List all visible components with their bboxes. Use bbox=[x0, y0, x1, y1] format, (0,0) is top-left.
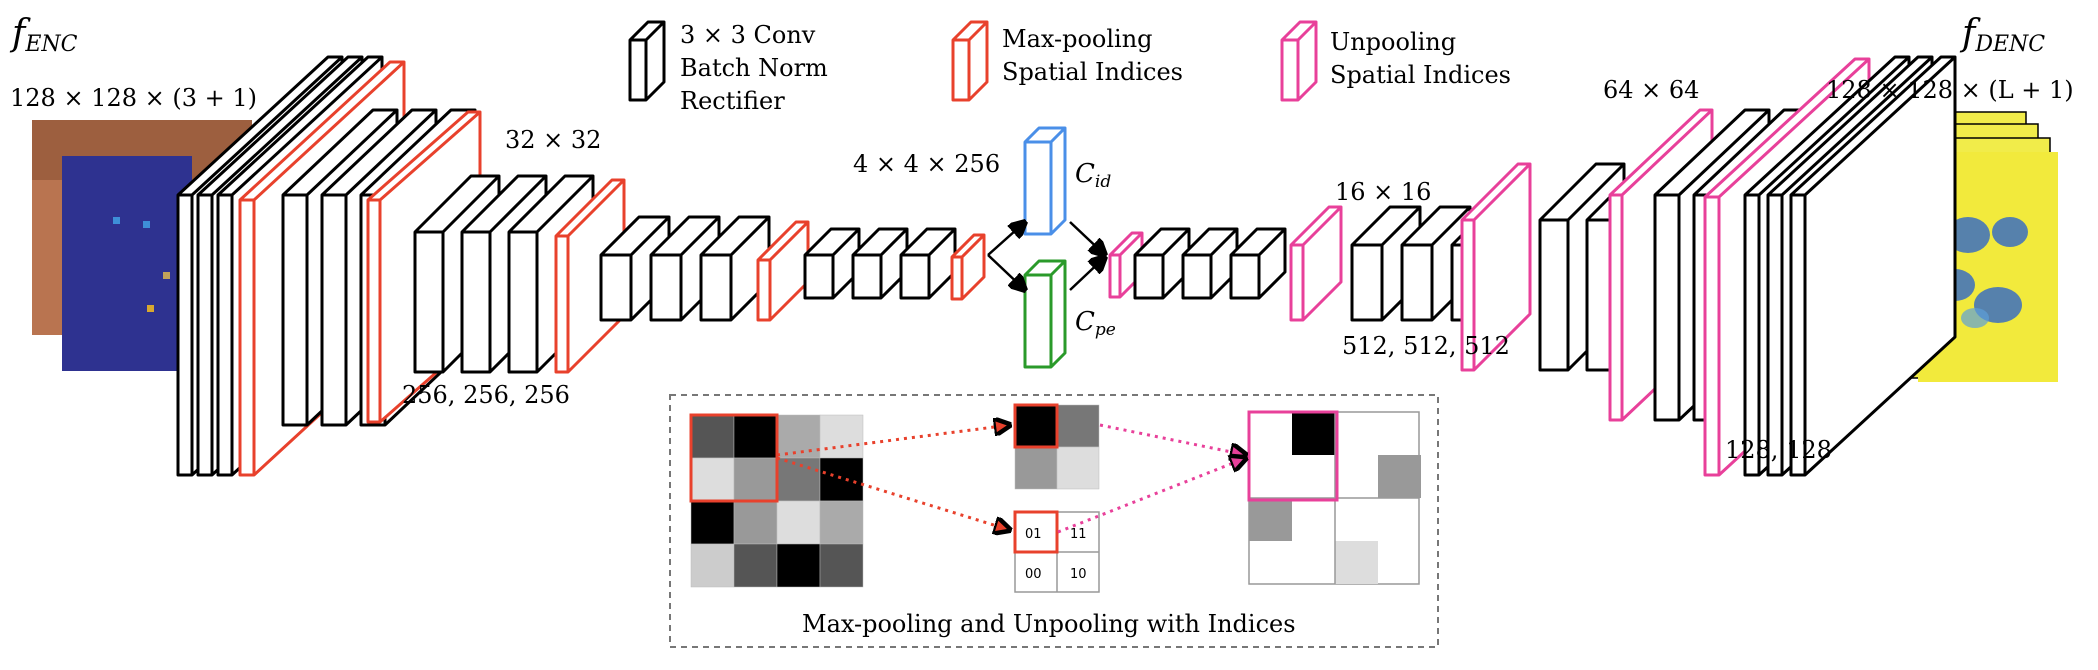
input-cell-2-2 bbox=[776, 500, 821, 545]
input-cell-0-1 bbox=[733, 414, 778, 459]
legend-conv-line2: Batch Norm bbox=[680, 54, 828, 82]
legend-conv-line1: 3 × 3 Conv bbox=[680, 21, 816, 49]
inset-index-highlight bbox=[1013, 510, 1059, 554]
index-cell-2: 11 bbox=[1070, 527, 1087, 542]
classifier-arrows bbox=[987, 221, 1105, 291]
legend-pool-line2: Spatial Indices bbox=[1002, 58, 1183, 86]
inset-pooled-grid bbox=[1014, 404, 1100, 490]
decoder-label: fDENC bbox=[1959, 13, 2045, 57]
index-cell-4: 10 bbox=[1070, 567, 1087, 582]
input-cell-0-2 bbox=[776, 414, 821, 459]
bottleneck-label: 4 × 4 × 256 bbox=[853, 150, 1000, 178]
layer-unpool-29 bbox=[1460, 162, 1532, 372]
layer-conv-24 bbox=[1229, 227, 1287, 300]
input-cell-1-2 bbox=[776, 457, 821, 502]
cpe-label: Cpe bbox=[1075, 307, 1116, 340]
layer-conv-39 bbox=[1789, 55, 1957, 477]
input-cell-3-0 bbox=[690, 543, 735, 588]
pooled-cell-1-1 bbox=[1056, 446, 1100, 490]
classifier-pe-block bbox=[1023, 259, 1067, 369]
pooling-inset: 01 11 00 10 Max-pooling and Unpooling wi… bbox=[669, 394, 1439, 648]
dec-16-label: 16 × 16 bbox=[1335, 178, 1431, 206]
arrow-pool-bottom bbox=[776, 456, 1010, 530]
layer-conv-19 bbox=[899, 227, 957, 300]
input-cell-2-0 bbox=[690, 500, 735, 545]
unpooled-value-1 bbox=[1378, 455, 1421, 498]
input-cell-1-3 bbox=[819, 457, 864, 502]
dec-512-label: 512, 512, 512 bbox=[1342, 332, 1510, 360]
legend-pool-swatch bbox=[951, 20, 989, 102]
legend: 3 × 3 Conv Batch Norm Rectifier Max-pool… bbox=[628, 20, 1511, 115]
layer-conv-23 bbox=[1181, 227, 1239, 300]
input-cell-3-1 bbox=[733, 543, 778, 588]
input-cell-0-0 bbox=[690, 414, 735, 459]
input-cell-0-3 bbox=[819, 414, 864, 459]
layer-pool-20 bbox=[950, 233, 986, 301]
input-size-label: 128 × 128 × (3 + 1) bbox=[10, 84, 257, 112]
unpooled-value-0 bbox=[1292, 412, 1335, 455]
layer-unpool-25 bbox=[1289, 205, 1343, 322]
legend-conv-slab bbox=[628, 20, 666, 102]
inset-unpooled-grid bbox=[1248, 411, 1421, 585]
classifier-id-block bbox=[1023, 126, 1067, 236]
arrow-unpool-bottom bbox=[1057, 458, 1246, 534]
network-layers bbox=[176, 55, 1957, 477]
cid-label: Cid bbox=[1075, 159, 1111, 192]
classifier-heads bbox=[1023, 126, 1067, 369]
legend-conv-line3: Rectifier bbox=[680, 87, 785, 115]
layer-conv-18 bbox=[851, 227, 909, 300]
unpooled-value-3 bbox=[1335, 541, 1378, 584]
legend-conv-swatch bbox=[628, 20, 666, 102]
inset-pooled-highlight bbox=[1013, 403, 1059, 449]
legend-unpool-slab bbox=[1280, 20, 1318, 102]
pooled-cell-1-0 bbox=[1014, 446, 1058, 490]
legend-pool-line1: Max-pooling bbox=[1002, 25, 1153, 53]
layer-conv-17 bbox=[803, 227, 861, 300]
input-cell-1-0 bbox=[690, 457, 735, 502]
arrow-to-cid bbox=[987, 222, 1025, 256]
inset-dotted-arrows bbox=[776, 423, 1246, 534]
inset-input-grid bbox=[690, 414, 864, 588]
enc-32-label: 32 × 32 bbox=[505, 126, 601, 154]
input-cell-1-1 bbox=[733, 457, 778, 502]
legend-unpool-line2: Spatial Indices bbox=[1330, 61, 1511, 89]
dec-128-label: 128, 128 bbox=[1725, 436, 1832, 464]
dec-64-label: 64 × 64 bbox=[1603, 76, 1699, 104]
enc-256-label: 256, 256, 256 bbox=[402, 381, 570, 409]
index-cell-3: 00 bbox=[1025, 567, 1042, 582]
arrow-unpool-top bbox=[1099, 423, 1246, 455]
pooled-cell-0-1 bbox=[1056, 404, 1100, 448]
index-cell-1: 01 bbox=[1025, 527, 1042, 542]
encoder-label: fENC bbox=[9, 13, 78, 57]
layer-conv-15 bbox=[699, 215, 771, 322]
arrow-to-cpe bbox=[987, 254, 1025, 290]
output-size-label: 128 × 128 × (L + 1) bbox=[1826, 76, 2074, 104]
arrow-from-cpe bbox=[1069, 257, 1105, 291]
input-cell-3-2 bbox=[776, 543, 821, 588]
layer-pool-12 bbox=[554, 178, 626, 374]
pooled-cell-0-0 bbox=[1014, 404, 1058, 448]
inset-caption: Max-pooling and Unpooling with Indices bbox=[802, 610, 1296, 638]
inset-frame bbox=[669, 394, 1439, 648]
inset-index-grid: 01 11 00 10 bbox=[1013, 510, 1100, 593]
legend-pool-slab bbox=[951, 20, 989, 102]
input-cell-3-3 bbox=[819, 543, 864, 588]
legend-unpool-line1: Unpooling bbox=[1330, 28, 1456, 56]
unpooled-value-2 bbox=[1249, 498, 1292, 541]
input-cell-2-3 bbox=[819, 500, 864, 545]
input-cell-2-1 bbox=[733, 500, 778, 545]
input-landmark-map bbox=[62, 156, 192, 371]
arrow-from-cid bbox=[1069, 221, 1105, 255]
legend-unpool-swatch bbox=[1280, 20, 1318, 102]
